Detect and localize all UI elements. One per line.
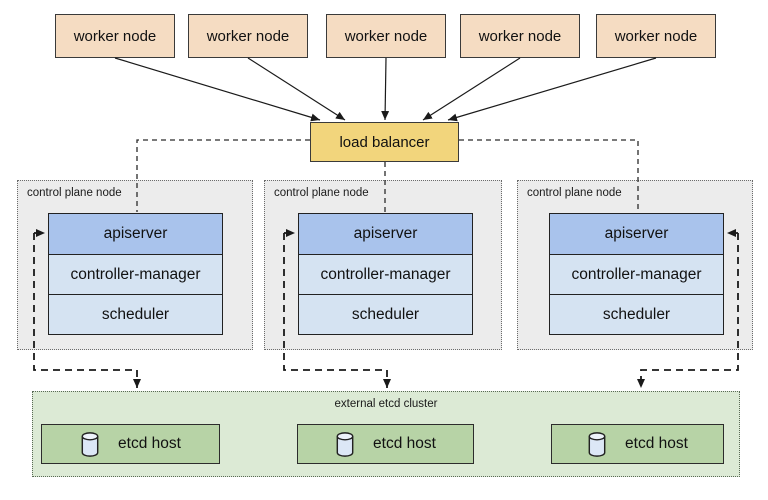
apiserver-box: apiserver: [49, 214, 222, 254]
load-balancer: load balancer: [310, 122, 459, 162]
controller-manager-box: controller-manager: [550, 254, 723, 294]
apiserver-box: apiserver: [299, 214, 472, 254]
etcd-host-1: etcd host: [41, 424, 220, 464]
arrow-worker1-to-lb: [114, 57, 321, 122]
arrow-worker4-to-lb: [422, 57, 521, 121]
etcd-host-label: etcd host: [118, 435, 181, 452]
external-etcd-cluster-label: external etcd cluster: [334, 398, 438, 410]
worker-node-5: worker node: [596, 14, 716, 58]
control-plane-node-label: control plane node: [527, 187, 622, 199]
arrow-worker3-to-lb: [381, 57, 390, 121]
etcd-host-3: etcd host: [551, 424, 724, 464]
etcd-host-2: etcd host: [297, 424, 474, 464]
worker-node-4: worker node: [460, 14, 580, 58]
worker-node-3: worker node: [326, 14, 446, 58]
controller-manager-box: controller-manager: [49, 254, 222, 294]
control-plane-3-components: apiserver controller-manager scheduler: [549, 213, 724, 335]
scheduler-box: scheduler: [299, 294, 472, 334]
arrow-worker5-to-lb: [447, 57, 657, 122]
control-plane-node-label: control plane node: [274, 187, 369, 199]
database-cylinder-icon: [588, 431, 606, 457]
scheduler-box: scheduler: [49, 294, 222, 334]
database-cylinder-icon: [81, 431, 99, 457]
control-plane-1-components: apiserver controller-manager scheduler: [48, 213, 223, 335]
database-cylinder-icon: [336, 431, 354, 457]
worker-node-2: worker node: [188, 14, 308, 58]
controller-manager-box: controller-manager: [299, 254, 472, 294]
worker-node-1: worker node: [55, 14, 175, 58]
control-plane-node-label: control plane node: [27, 187, 122, 199]
scheduler-box: scheduler: [550, 294, 723, 334]
control-plane-2-components: apiserver controller-manager scheduler: [298, 213, 473, 335]
apiserver-box: apiserver: [550, 214, 723, 254]
arrow-worker2-to-lb: [247, 57, 346, 121]
etcd-host-label: etcd host: [373, 435, 436, 452]
etcd-host-label: etcd host: [625, 435, 688, 452]
